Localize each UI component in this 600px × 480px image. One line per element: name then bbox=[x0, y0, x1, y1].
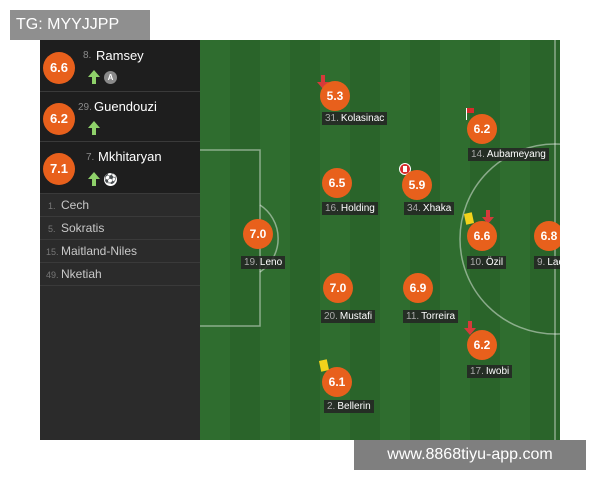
player-name: Lacazette bbox=[547, 257, 560, 268]
player-name: Kolasinac bbox=[340, 113, 385, 124]
player-label: 2.Bellerin bbox=[324, 400, 374, 413]
player-name: Cech bbox=[61, 198, 90, 212]
player-number: 8. bbox=[83, 50, 92, 61]
rating-badge: 6.8 bbox=[534, 221, 560, 251]
player-number: 5. bbox=[48, 224, 56, 234]
rating-badge: 6.2 bbox=[43, 103, 75, 135]
player-number: 11. bbox=[406, 311, 420, 322]
player-number: 15. bbox=[46, 247, 59, 257]
player-label: 19.Leno bbox=[241, 256, 286, 269]
player-number: 10. bbox=[470, 257, 484, 268]
rating-badge: 7.0 bbox=[323, 273, 353, 303]
rating-badge: 5.3 bbox=[320, 81, 350, 111]
player-name: Aubameyang bbox=[486, 149, 546, 160]
substitutes-sidebar: 6.6 8. Ramsey A 6.2 29. Guendouzi 7.1 7.… bbox=[40, 40, 200, 440]
player-number: 17. bbox=[470, 366, 484, 377]
watermark: www.8868tiyu-app.com bbox=[354, 440, 586, 470]
player-number: 20. bbox=[324, 311, 338, 322]
player-name: Mkhitaryan bbox=[98, 149, 162, 164]
assist-icon: A bbox=[104, 70, 117, 84]
rating-badge: 6.6 bbox=[467, 221, 497, 251]
player-number: 31. bbox=[325, 113, 339, 124]
rating-badge: 6.9 bbox=[403, 273, 433, 303]
player-name: Guendouzi bbox=[94, 99, 157, 114]
player-name: Bellerin bbox=[337, 401, 371, 412]
offside-flag-icon bbox=[466, 108, 477, 120]
player-label: 9.Lacazette bbox=[534, 256, 560, 269]
sub-in-arrow-icon bbox=[88, 70, 100, 84]
player-label: 34.Xhaka bbox=[404, 202, 455, 215]
player-name: Mustafi bbox=[339, 311, 373, 322]
player-number: 1. bbox=[48, 201, 56, 211]
player-number: 34. bbox=[407, 203, 421, 214]
tg-tag: TG: MYYJJPP bbox=[10, 10, 150, 40]
bench-player-cech[interactable]: 1. Cech bbox=[40, 194, 200, 217]
player-number: 19. bbox=[244, 257, 258, 268]
player-label: 20.Mustafi bbox=[321, 310, 376, 323]
rating-badge: 5.9 bbox=[402, 170, 432, 200]
player-number: 14. bbox=[471, 149, 485, 160]
sub-in-arrow-icon bbox=[88, 121, 100, 135]
sub-player-ramsey[interactable]: 6.6 8. Ramsey A bbox=[40, 40, 200, 92]
sub-off-arrow-icon bbox=[482, 210, 494, 224]
player-name: Nketiah bbox=[61, 267, 102, 281]
player-name: Sokratis bbox=[61, 221, 105, 235]
player-number: 49. bbox=[46, 270, 59, 280]
pitch: 5.3 31.Kolasinac 6.2 14.Aubameyang 6.5 1… bbox=[200, 40, 560, 440]
player-number: 2. bbox=[327, 401, 336, 412]
rating-badge: 7.0 bbox=[243, 219, 273, 249]
player-label: 14.Aubameyang bbox=[468, 148, 549, 161]
player-number: 16. bbox=[325, 203, 339, 214]
match-lineup-panel: 6.6 8. Ramsey A 6.2 29. Guendouzi 7.1 7.… bbox=[40, 40, 560, 440]
rating-badge: 6.1 bbox=[322, 367, 352, 397]
bench-player-maitland-niles[interactable]: 15. Maitland-Niles bbox=[40, 240, 200, 263]
rating-badge: 6.5 bbox=[322, 168, 352, 198]
player-name: Holding bbox=[340, 203, 375, 214]
rating-badge: 6.2 bbox=[467, 330, 497, 360]
player-name: Ramsey bbox=[96, 48, 144, 63]
player-name: Torreira bbox=[421, 311, 456, 322]
bench-player-nketiah[interactable]: 49. Nketiah bbox=[40, 263, 200, 286]
rating-badge: 7.1 bbox=[43, 153, 75, 185]
player-number: 7. bbox=[86, 152, 95, 163]
player-name: Özil bbox=[485, 257, 504, 268]
sub-player-mkhitaryan[interactable]: 7.1 7. Mkhitaryan ⚽ bbox=[40, 142, 200, 194]
player-name: Iwobi bbox=[485, 366, 510, 377]
player-label: 17.Iwobi bbox=[467, 365, 513, 378]
player-label: 10.Özil bbox=[467, 256, 507, 269]
sub-player-guendouzi[interactable]: 6.2 29. Guendouzi bbox=[40, 92, 200, 142]
player-name: Leno bbox=[259, 257, 283, 268]
player-label: 16.Holding bbox=[322, 202, 378, 215]
player-number: 9. bbox=[537, 257, 546, 268]
player-name: Xhaka bbox=[422, 203, 452, 214]
rating-badge: 6.2 bbox=[467, 114, 497, 144]
player-label: 31.Kolasinac bbox=[322, 112, 388, 125]
player-number: 29. bbox=[78, 102, 92, 113]
player-label: 11.Torreira bbox=[403, 310, 459, 323]
sub-in-arrow-icon bbox=[88, 172, 100, 186]
player-name: Maitland-Niles bbox=[61, 244, 138, 258]
rating-badge: 6.6 bbox=[43, 52, 75, 84]
goal-ball-icon: ⚽ bbox=[104, 172, 117, 186]
bench-player-sokratis[interactable]: 5. Sokratis bbox=[40, 217, 200, 240]
